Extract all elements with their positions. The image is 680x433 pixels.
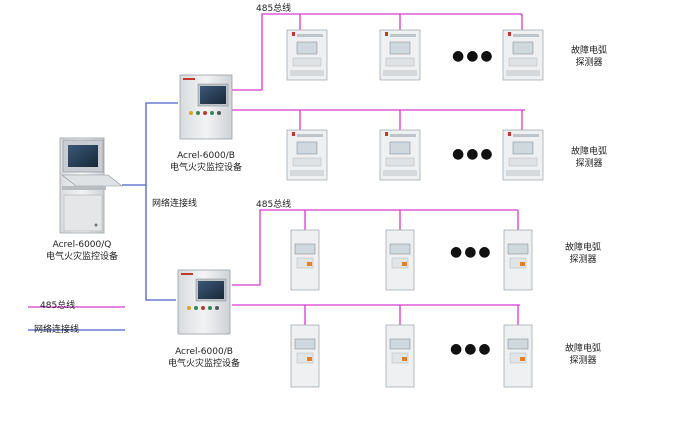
detector-row1-label-b: 探测器 (575, 58, 603, 68)
ellipsis-row3: ●●● (450, 244, 493, 260)
pc-model-label: Acrel-6000/Q (52, 240, 112, 250)
detector-row3-label-b: 探测器 (569, 255, 597, 265)
arc-detector-row4 (290, 324, 533, 388)
ellipsis-row4: ●●● (450, 341, 493, 357)
arc-detector-icon (503, 324, 533, 388)
detector-row2-label-b: 探测器 (575, 159, 603, 169)
arc-detector-icon (503, 229, 533, 291)
arc-detector-icon (502, 129, 544, 181)
arc-detector-icon (385, 324, 415, 388)
arc-detector-icon (290, 324, 320, 388)
network-line-label: 网络连接线 (152, 199, 198, 209)
cabinet2-desc-label: 电气火灾监控设备 (167, 359, 240, 369)
detector-row4-label-a: 故障电弧 (564, 344, 601, 354)
arc-detector-icon (286, 29, 328, 81)
arc-detector-icon (286, 129, 328, 181)
monitor-cabinet-1-icon (179, 74, 233, 140)
bus-lines (28, 13, 525, 325)
industrial-pc-icon (59, 137, 123, 234)
arc-detector-icon (385, 229, 415, 291)
arc-detector-row2 (286, 129, 544, 181)
cabinet1-model-label: Acrel-6000/B (177, 151, 235, 161)
detector-row3-label-a: 故障电弧 (564, 243, 601, 253)
detector-row2-label-a: 故障电弧 (570, 147, 607, 157)
detector-row1-label-a: 故障电弧 (570, 46, 607, 56)
legend-network-label: 网络连接线 (34, 325, 80, 335)
arc-detector-icon (379, 29, 421, 81)
ellipsis-row2: ●●● (452, 146, 495, 162)
bus-label-top: 485总线 (256, 4, 292, 14)
arc-detector-row3 (290, 229, 533, 291)
cabinet2-model-label: Acrel-6000/B (175, 347, 233, 357)
detector-row4-label-b: 探测器 (569, 356, 597, 366)
bus-label-mid: 485总线 (256, 200, 292, 210)
legend-bus-label: 485总线 (40, 301, 76, 311)
arc-detector-icon (290, 229, 320, 291)
arc-detector-icon (502, 29, 544, 81)
arc-detector-icon (379, 129, 421, 181)
ellipsis-row1: ●●● (452, 48, 495, 64)
network-lines (28, 102, 178, 331)
arc-detector-row1 (286, 29, 544, 81)
monitor-cabinet-2-icon (177, 269, 231, 335)
cabinet1-desc-label: 电气火灾监控设备 (169, 163, 242, 173)
pc-desc-label: 电气火灾监控设备 (45, 252, 118, 262)
